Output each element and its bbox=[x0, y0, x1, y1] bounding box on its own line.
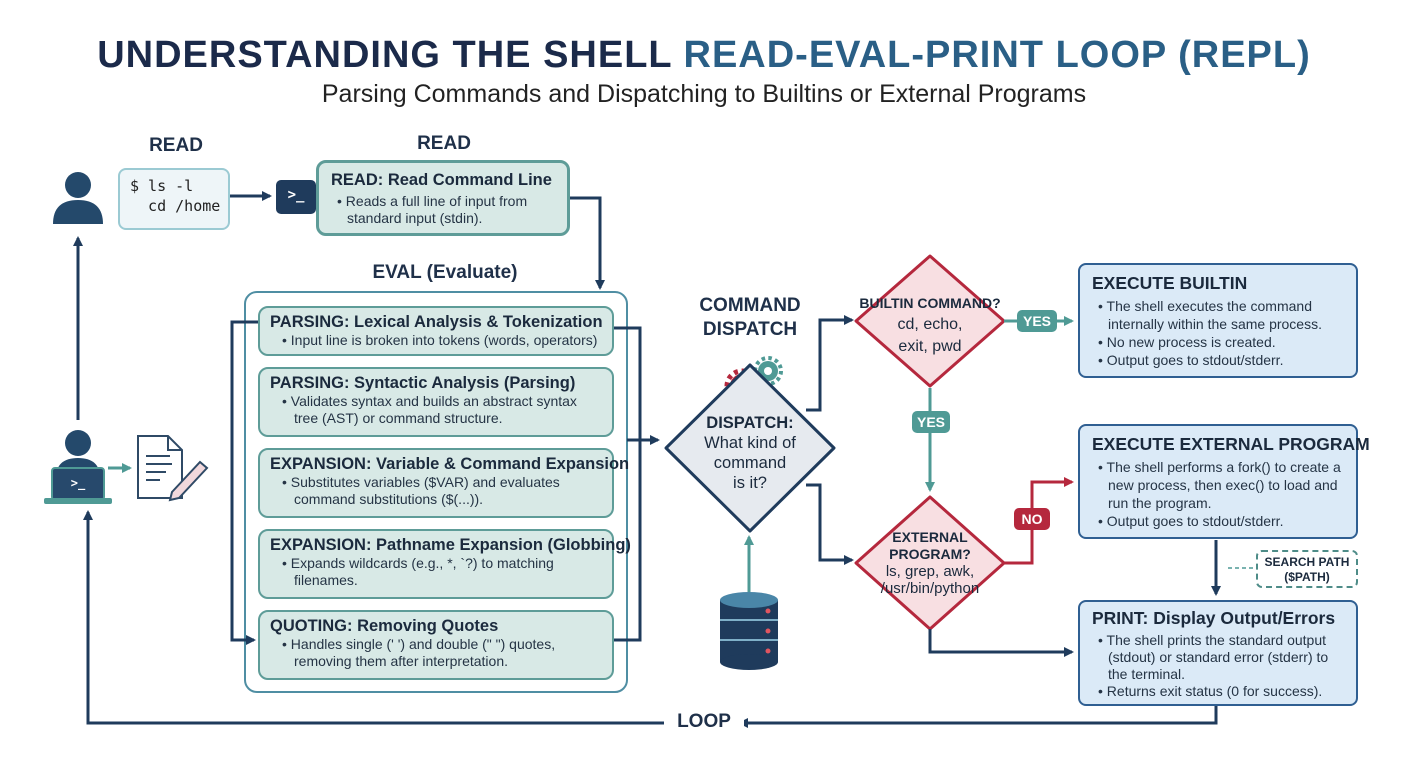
eval-step-quoting: QUOTING: Removing Quotes • Handles singl… bbox=[258, 610, 614, 680]
command-line-2: cd /home bbox=[130, 197, 221, 215]
read-box: READ: Read Command Line • Reads a full l… bbox=[316, 160, 570, 236]
execute-builtin-heading: EXECUTE BUILTIN bbox=[1092, 273, 1248, 293]
eval-step-bullet: • Substitutes variables ($VAR) and evalu… bbox=[282, 474, 560, 507]
command-line-1: $ ls -l bbox=[130, 177, 194, 195]
terminal-icon bbox=[276, 180, 316, 214]
database-icon bbox=[720, 592, 778, 670]
command-dispatch-label: COMMAND DISPATCH bbox=[699, 295, 801, 340]
builtin-diamond-shape bbox=[854, 254, 1006, 388]
page-subtitle: Parsing Commands and Dispatching to Buil… bbox=[321, 80, 1087, 108]
execute-builtin-box: EXECUTE BUILTIN • The shell executes the… bbox=[1078, 263, 1358, 378]
eval-step-bullet: • Validates syntax and builds an abstrac… bbox=[282, 393, 577, 426]
user-laptop-icon bbox=[44, 430, 112, 504]
dispatch-title: DISPATCH: bbox=[706, 414, 794, 432]
execute-external-box: EXECUTE EXTERNAL PROGRAM • The shell per… bbox=[1078, 424, 1370, 539]
yes-badge-right: YES bbox=[1017, 310, 1057, 332]
read-left-label: READ bbox=[149, 135, 203, 156]
laptop-prompt: >_ bbox=[70, 476, 86, 490]
yes-badge-down: YES bbox=[912, 411, 950, 433]
eval-step-heading: EXPANSION: Pathname Expansion (Globbing) bbox=[270, 536, 631, 554]
execute-external-heading: EXECUTE EXTERNAL PROGRAM bbox=[1092, 434, 1370, 454]
external-diamond: EXTERNAL PROGRAM? ls, grep, awk, /usr/bi… bbox=[852, 529, 1008, 597]
print-box: PRINT: Display Output/Errors • The shell… bbox=[1078, 600, 1358, 706]
builtin-title: BUILTIN COMMAND? bbox=[859, 295, 1001, 311]
eval-step-lexical: PARSING: Lexical Analysis & Tokenization… bbox=[258, 306, 614, 356]
eval-step-bullet: • Handles single (' ') and double (" ") … bbox=[282, 636, 556, 669]
eval-step-syntactic: PARSING: Syntactic Analysis (Parsing) • … bbox=[258, 367, 614, 437]
builtin-diamond: BUILTIN COMMAND? cd, echo, exit, pwd bbox=[852, 292, 1008, 358]
eval-step-heading: QUOTING: Removing Quotes bbox=[270, 617, 499, 635]
loop-label: LOOP bbox=[664, 711, 744, 733]
read-box-heading: READ: Read Command Line bbox=[331, 171, 552, 189]
read-box-bullet: • Reads a full line of input from standa… bbox=[337, 193, 528, 226]
dispatch-diamond: DISPATCH: What kind of command is it? bbox=[686, 413, 814, 493]
eval-label: EVAL (Evaluate) bbox=[372, 262, 518, 283]
command-input-bubble: $ ls -l cd /home bbox=[118, 168, 230, 230]
no-badge: NO bbox=[1014, 508, 1050, 530]
external-title-1: EXTERNAL bbox=[892, 529, 968, 545]
eval-step-bullet: • Expands wildcards (e.g., *, `?) to mat… bbox=[282, 555, 554, 588]
user-icon bbox=[53, 172, 103, 224]
read-top-label: READ bbox=[417, 133, 471, 154]
eval-step-heading: PARSING: Syntactic Analysis (Parsing) bbox=[270, 374, 576, 392]
eval-step-globbing: EXPANSION: Pathname Expansion (Globbing)… bbox=[258, 529, 631, 599]
print-heading: PRINT: Display Output/Errors bbox=[1092, 608, 1336, 628]
eval-step-variable-expansion: EXPANSION: Variable & Command Expansion … bbox=[258, 448, 630, 518]
page-title: UNDERSTANDING THE SHELL READ-EVAL-PRINT … bbox=[97, 34, 1311, 76]
external-title-2: PROGRAM? bbox=[889, 546, 971, 562]
dispatch-diamond-shape bbox=[664, 363, 836, 533]
eval-step-bullet: • Input line is broken into tokens (word… bbox=[282, 332, 598, 348]
eval-step-heading: EXPANSION: Variable & Command Expansion bbox=[270, 455, 630, 473]
document-icon bbox=[137, 435, 209, 502]
search-path-note: SEARCH PATH ($PATH) bbox=[1256, 550, 1358, 588]
eval-step-heading: PARSING: Lexical Analysis & Tokenization bbox=[270, 313, 603, 331]
terminal-prompt: >_ bbox=[287, 187, 305, 203]
